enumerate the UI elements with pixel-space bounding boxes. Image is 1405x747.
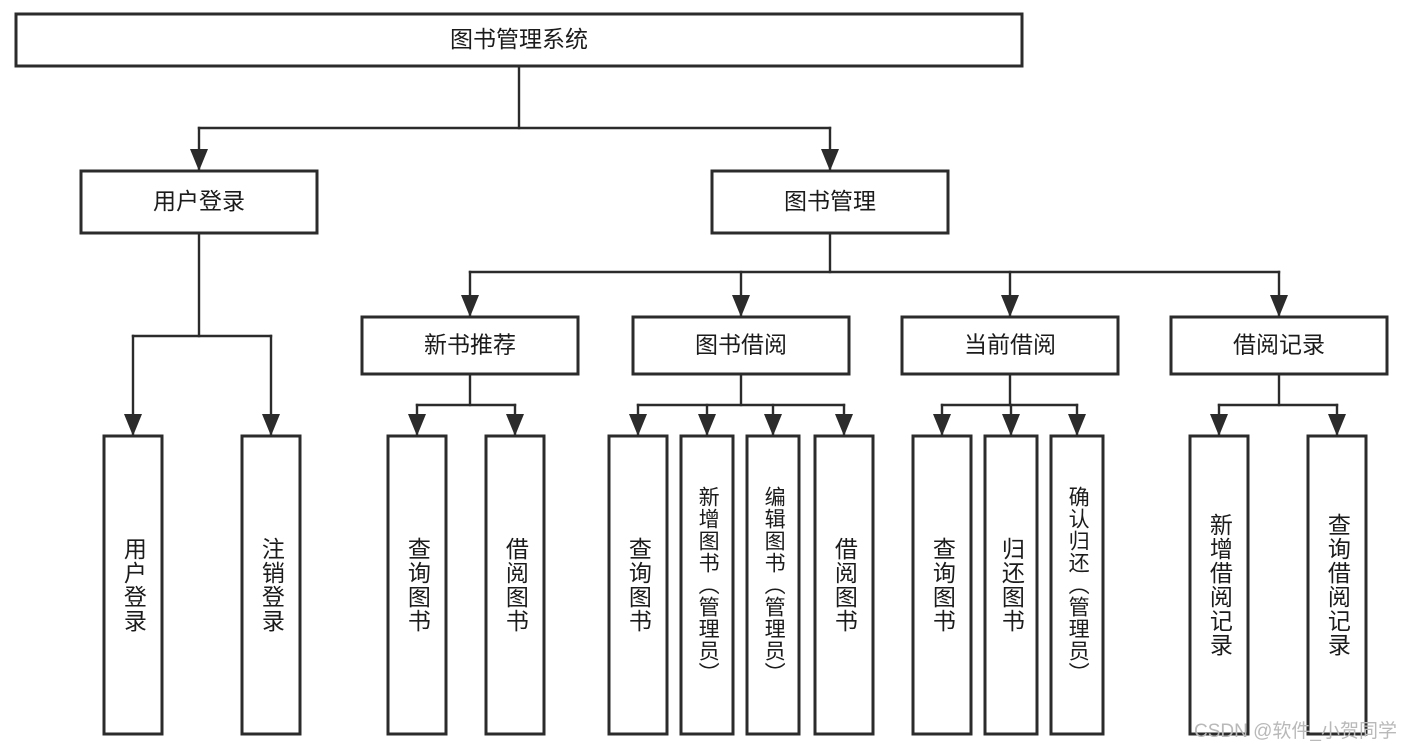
connector-layer [124,64,1346,438]
node-box-leaf-return-book[interactable] [983,434,1039,736]
arrow-head-icon-leaf-borrow-book-1 [506,414,524,436]
node-box-leaf-confirm-return[interactable] [1049,434,1105,736]
arrow-head-icon-user-login [190,149,208,171]
node-label-user-login: 用户登录 [153,188,245,214]
node-box-borrow-record[interactable] [1169,315,1389,376]
node-label-book-manage: 图书管理 [784,188,876,214]
arrow-head-icon-borrow-record [1270,295,1288,317]
node-label-book-borrow: 图书借阅 [695,332,787,358]
arrow-head-icon-leaf-borrow-book-2 [835,414,853,436]
node-box-leaf-edit-book[interactable] [745,434,801,736]
arrow-head-icon-new-book-rec [461,295,479,317]
arrow-head-icon-book-borrow [732,295,750,317]
arrow-head-icon-leaf-add-book [698,414,716,436]
node-box-current-borrow[interactable] [900,315,1120,376]
node-box-leaf-user-login[interactable] [102,434,164,736]
arrow-head-icon-book-manage [821,149,839,171]
node-label-borrow-record: 借阅记录 [1233,332,1325,358]
node-box-leaf-borrow-book-1[interactable] [484,434,546,736]
node-label-new-book-rec: 新书推荐 [424,332,516,358]
arrow-head-icon-leaf-query-book-2 [629,414,647,436]
node-box-leaf-query-book-1[interactable] [386,434,448,736]
node-box-root[interactable] [14,12,1024,68]
arrow-head-icon-leaf-edit-book [764,414,782,436]
node-box-leaf-logout[interactable] [240,434,302,736]
arrow-head-icon-leaf-query-record [1328,414,1346,436]
node-box-leaf-add-record[interactable] [1188,434,1250,736]
node-box-user-login[interactable] [79,169,319,235]
arrow-head-icon-leaf-add-record [1210,414,1228,436]
node-box-new-book-rec[interactable] [360,315,580,376]
arrow-head-icon-leaf-confirm-return [1068,414,1086,436]
arrow-head-icon-leaf-logout [262,414,280,436]
arrow-head-icon-leaf-query-book-3 [933,414,951,436]
watermark-text: CSDN @软件_小贺同学 [1194,721,1397,742]
node-box-leaf-add-book[interactable] [679,434,735,736]
arrow-head-icon-leaf-query-book-1 [408,414,426,436]
arrow-head-icon-leaf-user-login [124,414,142,436]
node-box-leaf-query-book-3[interactable] [911,434,973,736]
arrow-head-icon-current-borrow [1001,295,1019,317]
node-label-root: 图书管理系统 [450,26,588,52]
node-box-leaf-query-record[interactable] [1306,434,1368,736]
node-box-leaf-borrow-book-2[interactable] [813,434,875,736]
node-box-book-manage[interactable] [710,169,950,235]
node-box-leaf-query-book-2[interactable] [607,434,669,736]
arrow-head-icon-leaf-return-book [1002,414,1020,436]
node-box-book-borrow[interactable] [631,315,851,376]
node-label-current-borrow: 当前借阅 [964,332,1056,358]
